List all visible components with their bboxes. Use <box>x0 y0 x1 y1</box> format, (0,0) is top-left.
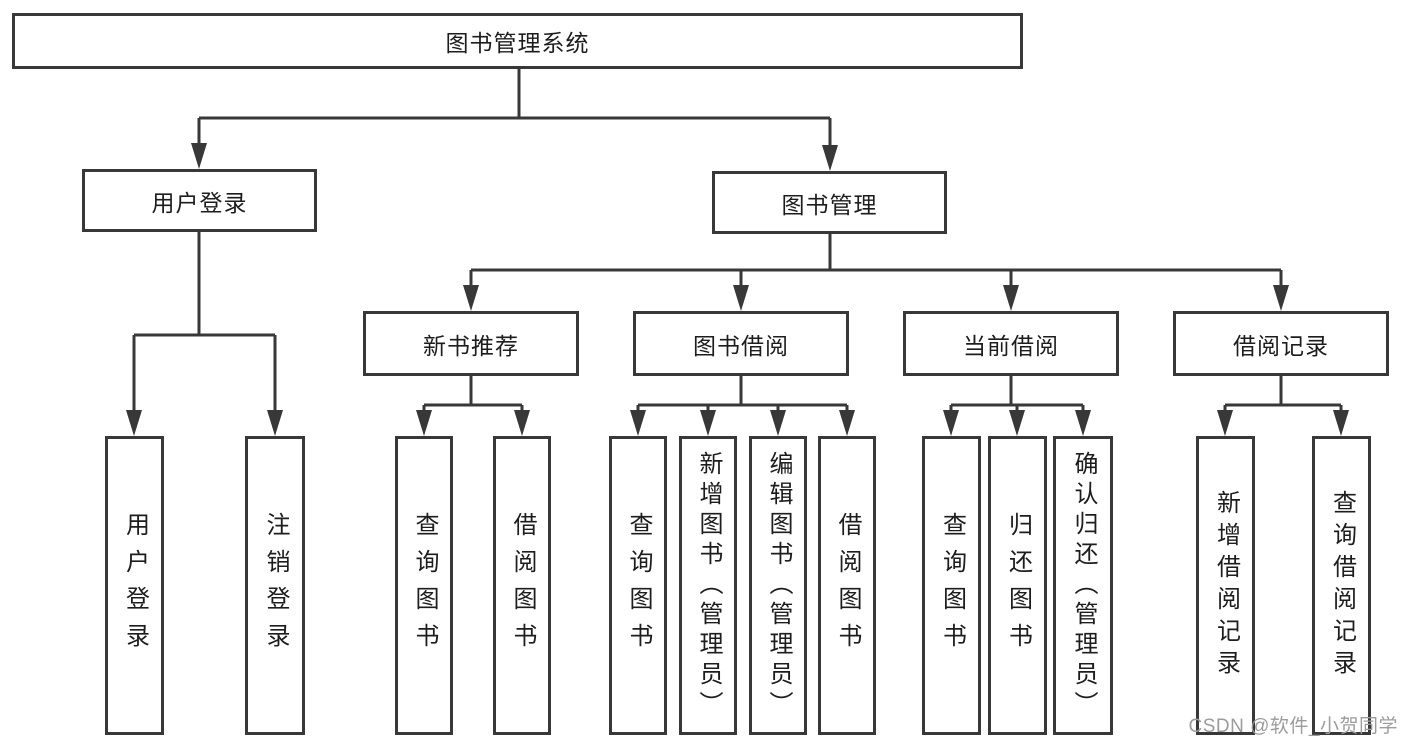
node-current-borrow: 当前借阅 <box>903 311 1119 376</box>
watermark: CSDN @软件_小贺同学 <box>1188 716 1398 737</box>
arrowhead-icon <box>943 410 959 436</box>
arrowhead-icon <box>1217 410 1233 436</box>
connector-line <box>132 69 1343 412</box>
leaf-label: 注销登录 <box>262 511 289 660</box>
arrowhead-icon <box>267 410 283 436</box>
leaf-user-login: 用户登录 <box>105 436 164 735</box>
leaf-query-books-recommend: 查询图书 <box>395 436 453 735</box>
node-borrow-records: 借阅记录 <box>1173 311 1389 376</box>
leaf-label: 查询图书 <box>411 511 438 660</box>
arrowheads <box>126 143 1349 436</box>
node-label: 用户登录 <box>151 189 248 216</box>
arrowhead-icon <box>416 410 432 436</box>
leaf-label: 新增借阅记录 <box>1212 489 1240 682</box>
leaf-logout: 注销登录 <box>245 436 305 735</box>
arrowhead-icon <box>514 410 530 436</box>
arrowhead-icon <box>839 410 855 436</box>
arrowhead-icon <box>700 410 716 436</box>
node-label: 图书管理 <box>781 191 878 218</box>
leaf-label: 查询图书 <box>938 511 966 660</box>
arrowhead-icon <box>1009 410 1025 436</box>
arrowhead-icon <box>463 285 479 311</box>
arrowhead-icon <box>1003 285 1019 311</box>
leaf-confirm-return-admin: 确认归还（管理员） <box>1053 436 1113 735</box>
arrowhead-icon <box>191 143 207 169</box>
node-user-login: 用户登录 <box>82 169 317 232</box>
leaf-label: 编辑图书（管理员） <box>765 450 792 721</box>
node-book-management: 图书管理 <box>712 171 947 234</box>
arrowhead-icon <box>1075 410 1091 436</box>
leaf-borrow-books: 借阅图书 <box>818 436 876 735</box>
arrowhead-icon <box>770 410 786 436</box>
leaf-label: 借阅图书 <box>834 511 861 660</box>
arrowhead-icon <box>126 410 142 436</box>
leaf-return-book: 归还图书 <box>988 436 1047 735</box>
leaf-query-books-borrow: 查询图书 <box>609 436 667 735</box>
leaf-query-borrow-record: 查询借阅记录 <box>1312 436 1371 735</box>
leaf-label: 用户登录 <box>121 511 149 660</box>
leaf-label: 借阅图书 <box>509 511 536 660</box>
leaf-label: 查询图书 <box>625 511 652 660</box>
node-label: 借阅记录 <box>1233 332 1329 359</box>
leaf-edit-book-admin: 编辑图书（管理员） <box>749 436 807 735</box>
node-new-book-recommend: 新书推荐 <box>363 311 579 376</box>
arrowhead-icon <box>1273 285 1289 311</box>
leaf-label: 确认归还（管理员） <box>1070 450 1097 721</box>
node-label: 当前借阅 <box>963 332 1059 359</box>
arrowhead-icon <box>1333 410 1349 436</box>
node-label: 新书推荐 <box>423 332 519 359</box>
leaf-borrow-books-recommend: 借阅图书 <box>493 436 551 735</box>
leaf-add-borrow-record: 新增借阅记录 <box>1196 436 1255 735</box>
arrowhead-icon <box>822 145 838 171</box>
leaf-label: 查询借阅记录 <box>1328 489 1356 682</box>
node-label: 图书管理系统 <box>445 30 590 56</box>
node-root: 图书管理系统 <box>12 13 1023 69</box>
arrowhead-icon <box>630 410 646 436</box>
node-label: 图书借阅 <box>693 332 789 359</box>
leaf-add-book-admin: 新增图书（管理员） <box>679 436 737 735</box>
node-book-borrow: 图书借阅 <box>633 311 849 376</box>
leaf-label: 归还图书 <box>1004 511 1032 660</box>
arrowhead-icon <box>733 285 749 311</box>
leaf-label: 新增图书（管理员） <box>695 450 722 721</box>
leaf-query-books-current: 查询图书 <box>922 436 981 735</box>
